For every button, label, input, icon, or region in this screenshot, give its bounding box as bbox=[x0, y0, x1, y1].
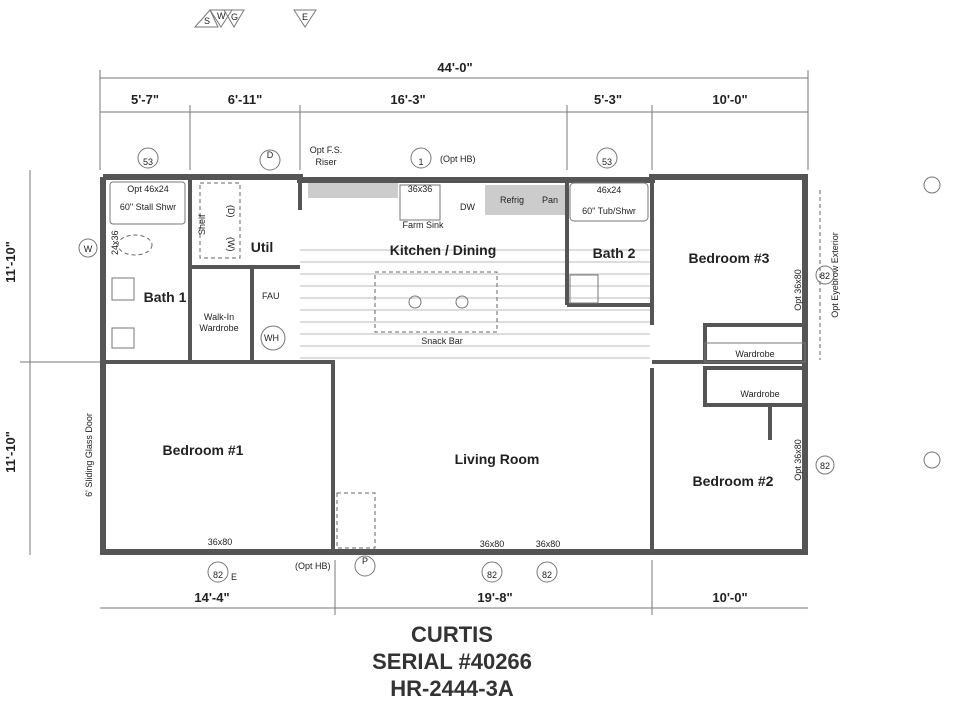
marker-w82-bottom-2: 82 bbox=[487, 570, 497, 580]
label-opt-stall: Opt 46x24 bbox=[127, 184, 169, 194]
walls bbox=[100, 174, 808, 555]
label-washer: (W) bbox=[226, 237, 236, 252]
label-opt-hb: (Opt HB) bbox=[440, 154, 476, 164]
room-bath-1: Bath 1 bbox=[144, 289, 187, 305]
marker-w53-top-right: 53 bbox=[602, 157, 612, 167]
marker-w53-top-left: 53 bbox=[143, 157, 153, 167]
marker-p: P bbox=[362, 556, 368, 566]
compass-markers: S W G E bbox=[193, 9, 317, 28]
label-door-b: 36x80 bbox=[480, 539, 505, 549]
dim-top-4: 5'-3" bbox=[594, 92, 622, 107]
annotations: Opt 46x24 60" Stall Shwr 24x36 Shelf (D)… bbox=[84, 145, 840, 571]
floor-hatch bbox=[300, 249, 650, 359]
compass-e: E bbox=[302, 12, 308, 22]
label-refrig: Refrig bbox=[500, 195, 524, 205]
label-eyebrow: Opt Eyebrow Exterior bbox=[830, 232, 840, 318]
dim-top-1: 5'-7" bbox=[131, 92, 159, 107]
marker-w82-right-1: 82 bbox=[820, 271, 830, 281]
label-dw: DW bbox=[460, 202, 475, 212]
label-walk-in: Walk-In bbox=[204, 312, 234, 322]
marker-w82-bottom-3: 82 bbox=[542, 570, 552, 580]
compass-g: G bbox=[231, 12, 238, 22]
label-tub-shower: 60" Tub/Shwr bbox=[582, 206, 636, 216]
room-bedroom-1: Bedroom #1 bbox=[163, 442, 244, 458]
label-wardrobe-2: Wardrobe bbox=[740, 389, 779, 399]
plan-name: CURTIS bbox=[411, 622, 493, 647]
dim-left-2: 11'-10" bbox=[3, 431, 18, 473]
label-wardrobe-1: Wardrobe bbox=[735, 349, 774, 359]
wall-markers: 53 D 1 53 82 E P 82 82 82 82 W bbox=[78, 147, 941, 583]
label-door-c: 36x80 bbox=[536, 539, 561, 549]
dim-bottom-1: 14'-4" bbox=[194, 590, 229, 605]
dim-top-5: 10'-0" bbox=[712, 92, 747, 107]
label-pan: Pan bbox=[542, 195, 558, 205]
marker-d: D bbox=[267, 150, 274, 160]
plan-model: HR-2444-3A bbox=[390, 676, 514, 701]
room-util: Util bbox=[251, 239, 274, 255]
label-window-24x36: 24x36 bbox=[110, 230, 120, 255]
label-opt-hb-bottom: (Opt HB) bbox=[295, 561, 331, 571]
dim-top-3: 16'-3" bbox=[390, 92, 425, 107]
label-dryer: (D) bbox=[226, 205, 236, 218]
marker-w-left: W bbox=[84, 244, 93, 254]
label-farm-sink: Farm Sink bbox=[402, 220, 444, 230]
dim-left-1: 11'-10" bbox=[3, 241, 18, 283]
label-tub-size: 46x24 bbox=[597, 185, 622, 195]
marker-e: E bbox=[231, 572, 237, 582]
marker-w82-right-2: 82 bbox=[820, 461, 830, 471]
dim-overall: 44'-0" bbox=[437, 60, 472, 75]
marker-w82-bottom-1: 82 bbox=[213, 570, 223, 580]
dimension-lines bbox=[20, 70, 809, 615]
label-opt-door-1: Opt 36x80 bbox=[793, 269, 803, 311]
room-living: Living Room bbox=[455, 451, 540, 467]
marker-w1: 1 bbox=[418, 157, 423, 167]
room-bath-2: Bath 2 bbox=[593, 245, 636, 261]
label-sink-size: 36x36 bbox=[408, 184, 433, 194]
label-shelf: Shelf bbox=[197, 214, 207, 235]
label-sliding-door: 6' Sliding Glass Door bbox=[84, 413, 94, 497]
dim-bottom-2: 19'-8" bbox=[477, 590, 512, 605]
label-fau: FAU bbox=[262, 291, 280, 301]
room-bedroom-3: Bedroom #3 bbox=[689, 250, 770, 266]
label-wardrobe-word: Wardrobe bbox=[199, 323, 238, 333]
room-kitchen-dining: Kitchen / Dining bbox=[390, 242, 497, 258]
label-snack-bar: Snack Bar bbox=[421, 336, 463, 346]
label-door-a: 36x80 bbox=[208, 537, 233, 547]
label-stall-shower: 60" Stall Shwr bbox=[120, 202, 176, 212]
label-opt-fs: Opt F.S. bbox=[310, 145, 343, 155]
compass-w: W bbox=[217, 11, 226, 21]
plan-serial: SERIAL #40266 bbox=[372, 649, 532, 674]
dim-top-2: 6'-11" bbox=[228, 92, 263, 107]
label-opt-door-2: Opt 36x80 bbox=[793, 439, 803, 481]
label-riser: Riser bbox=[315, 157, 336, 167]
compass-s: S bbox=[204, 16, 210, 26]
dim-bottom-3: 10'-0" bbox=[712, 590, 747, 605]
room-bedroom-2: Bedroom #2 bbox=[693, 473, 774, 489]
fixtures bbox=[109, 181, 821, 549]
label-wh: WH bbox=[264, 333, 279, 343]
